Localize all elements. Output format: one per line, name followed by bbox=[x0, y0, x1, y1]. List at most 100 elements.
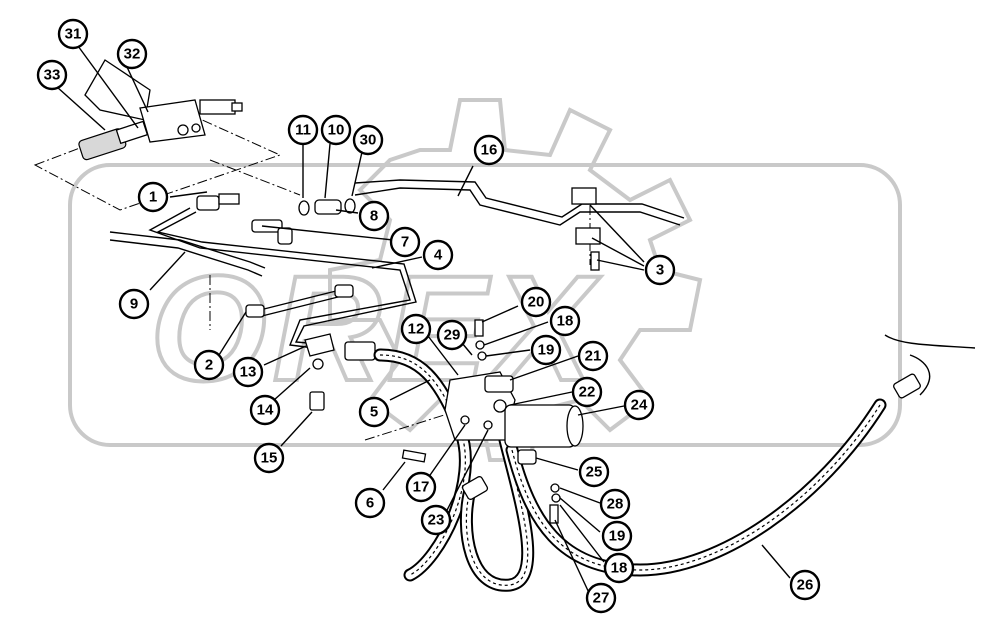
svg-text:19: 19 bbox=[609, 528, 626, 545]
svg-text:22: 22 bbox=[579, 384, 596, 401]
pump-24 bbox=[504, 404, 576, 448]
callout-28: 28 bbox=[599, 488, 631, 520]
svg-text:9: 9 bbox=[130, 296, 138, 313]
callout-11: 11 bbox=[287, 114, 319, 146]
svg-text:30: 30 bbox=[360, 132, 377, 149]
callout-15: 15 bbox=[253, 442, 285, 474]
callout-16: 16 bbox=[473, 134, 505, 166]
callout-29: 29 bbox=[436, 319, 468, 351]
callout-12: 12 bbox=[400, 313, 432, 345]
clamp-3-bottom bbox=[575, 227, 601, 245]
reference-line bbox=[364, 409, 461, 441]
callout-32: 32 bbox=[116, 38, 148, 70]
svg-text:31: 31 bbox=[65, 26, 82, 43]
svg-text:11: 11 bbox=[295, 122, 311, 139]
hose-26-fitting bbox=[893, 373, 921, 399]
tube-4 bbox=[148, 207, 411, 351]
fitting-1-nut bbox=[218, 193, 240, 205]
clamp-13 bbox=[304, 333, 335, 357]
hoses bbox=[373, 334, 976, 592]
svg-text:19: 19 bbox=[538, 342, 555, 359]
svg-text:15: 15 bbox=[261, 450, 278, 467]
washer-19 bbox=[477, 351, 487, 361]
washer-19b bbox=[551, 493, 561, 503]
callout-9: 9 bbox=[118, 288, 150, 320]
washer-28 bbox=[550, 483, 560, 493]
callout-1: 1 bbox=[137, 181, 169, 213]
callouts: 31 32 33 11 10 30 16 1 8 7 4 3 9 20 18 1… bbox=[36, 18, 821, 614]
valve-lever-housing bbox=[84, 59, 151, 121]
watermark-frame bbox=[68, 163, 902, 447]
callout-14: 14 bbox=[249, 394, 281, 426]
washer-18 bbox=[475, 340, 485, 350]
watermark-text: OREX bbox=[150, 244, 601, 412]
fitting-1 bbox=[196, 195, 220, 211]
tube-16-outer bbox=[354, 179, 685, 219]
callout-19-upper: 19 bbox=[530, 334, 562, 366]
svg-text:17: 17 bbox=[413, 479, 430, 496]
callout-3: 3 bbox=[644, 254, 676, 286]
callout-33: 33 bbox=[36, 59, 68, 91]
svg-text:21: 21 bbox=[585, 348, 602, 365]
svg-text:20: 20 bbox=[528, 294, 545, 311]
callout-10: 10 bbox=[320, 114, 352, 146]
svg-text:6: 6 bbox=[366, 495, 374, 512]
watermark: OREX bbox=[68, 98, 902, 462]
washer-14 bbox=[312, 358, 324, 370]
svg-text:10: 10 bbox=[328, 122, 345, 139]
pump-assembly bbox=[444, 371, 584, 500]
svg-text:28: 28 bbox=[607, 496, 624, 513]
seal-11 bbox=[298, 200, 310, 216]
callout-31: 31 bbox=[57, 18, 89, 50]
svg-text:29: 29 bbox=[444, 327, 461, 344]
reference-line bbox=[209, 159, 301, 196]
svg-text:12: 12 bbox=[408, 321, 425, 338]
svg-text:2: 2 bbox=[205, 357, 213, 374]
port-29 bbox=[460, 415, 470, 425]
callout-22: 22 bbox=[571, 376, 603, 408]
fitting-21 bbox=[484, 375, 514, 393]
fittings bbox=[196, 187, 601, 524]
tube-2 bbox=[259, 289, 341, 311]
port-17 bbox=[483, 420, 493, 430]
bolt-15 bbox=[309, 391, 325, 411]
svg-text:13: 13 bbox=[240, 364, 257, 381]
leader-lines bbox=[56, 45, 791, 596]
hose-26-end-top bbox=[884, 334, 976, 349]
svg-text:5: 5 bbox=[370, 404, 378, 421]
tube-4-outer bbox=[155, 211, 417, 346]
svg-text:23: 23 bbox=[428, 512, 445, 529]
pump-24-end bbox=[566, 405, 584, 447]
fitting-2 bbox=[245, 304, 265, 318]
callout-24: 24 bbox=[623, 389, 655, 421]
svg-text:3: 3 bbox=[656, 262, 664, 279]
callout-7: 7 bbox=[389, 226, 421, 258]
svg-text:27: 27 bbox=[593, 590, 610, 607]
hose-23-fitting bbox=[461, 476, 489, 500]
callout-4: 4 bbox=[422, 239, 454, 271]
callout-5: 5 bbox=[358, 396, 390, 428]
tube-9-lower bbox=[109, 239, 263, 277]
bolt-20 bbox=[474, 319, 484, 337]
bolt-6 bbox=[401, 449, 427, 463]
valve-spool-end bbox=[231, 102, 243, 112]
callout-2: 2 bbox=[193, 349, 225, 381]
valve-body bbox=[139, 99, 206, 143]
fitting-25 bbox=[517, 449, 537, 465]
callout-18-upper: 18 bbox=[549, 305, 581, 337]
svg-text:14: 14 bbox=[257, 402, 274, 419]
svg-text:18: 18 bbox=[557, 313, 574, 330]
callout-21: 21 bbox=[577, 340, 609, 372]
svg-text:24: 24 bbox=[631, 397, 648, 414]
callout-20: 20 bbox=[520, 286, 552, 318]
fitting-2-end bbox=[334, 284, 354, 298]
hose-fitting-5 bbox=[344, 341, 376, 361]
control-valve-assembly bbox=[78, 59, 243, 161]
callout-19-lower: 19 bbox=[601, 520, 633, 552]
callout-23: 23 bbox=[420, 504, 452, 536]
callout-27: 27 bbox=[585, 582, 617, 614]
bolt-27 bbox=[549, 504, 559, 524]
callout-25: 25 bbox=[578, 456, 610, 488]
clamp-3-top bbox=[571, 187, 597, 205]
